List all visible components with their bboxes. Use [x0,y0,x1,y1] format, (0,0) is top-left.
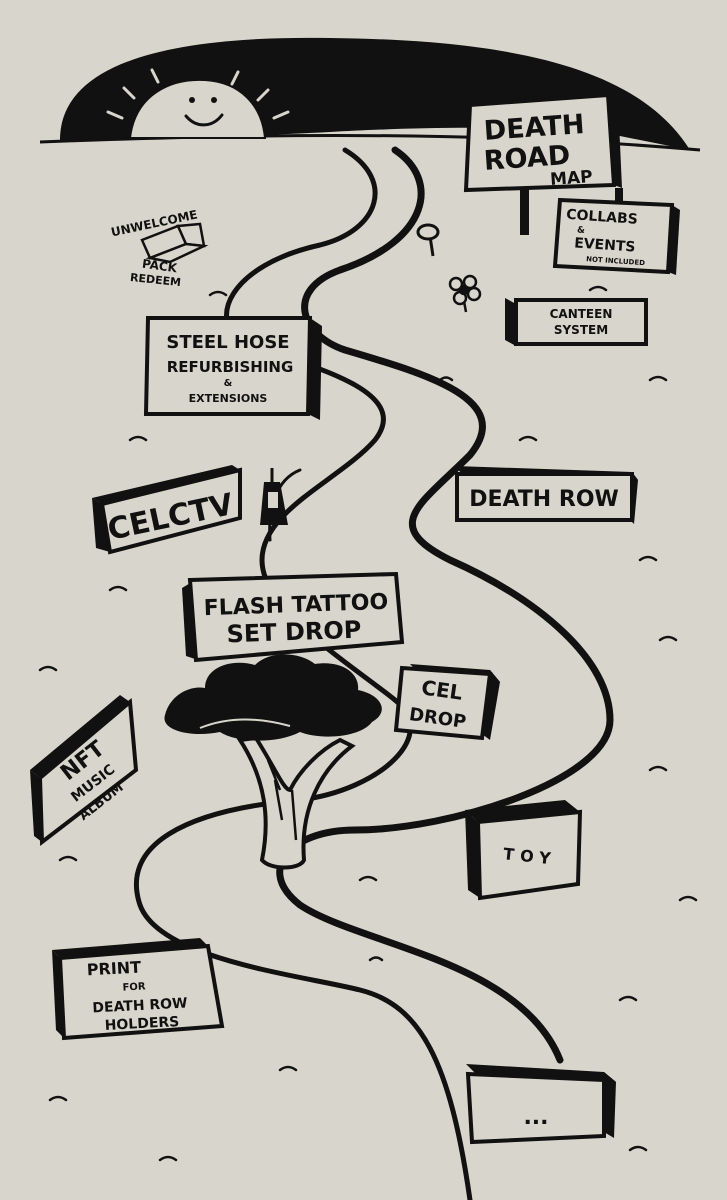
canteen-line2: SYSTEM [554,323,608,337]
collabs-events-sign: COLLABS & EVENTS NOT INCLUDED [552,188,680,275]
steelhose-line3: & [224,378,233,389]
death-row-label: DEATH ROW [469,487,619,512]
map-title-line3: MAP [549,167,593,190]
cel-drop-block: CEL DROP [393,664,500,741]
flash-line2: SET DROP [226,616,362,649]
steelhose-line1: STEEL HOSE [166,332,289,353]
grass-tufts [38,285,698,1162]
canteen-system-block: CANTEEN SYSTEM [505,298,648,346]
print-line2: FOR [122,981,146,993]
death-road-map-sign: DEATH ROAD MAP [463,92,622,235]
print-line4: HOLDERS [104,1014,179,1034]
smiling-sun-icon [106,68,290,139]
flower-icon [448,274,482,313]
map-title-line2: ROAD [483,140,571,177]
note-line1: COLLABS [566,207,639,228]
pack-redeem-line2: REDEEM [129,271,181,289]
celctv-block: CELCTV [92,465,242,555]
cel-drop-line1: CEL [420,675,464,705]
steelhose-line2: REFURBISHING [167,358,294,376]
flash-tattoo-block: FLASH TATTOO SET DROP [182,571,405,663]
unwelcome-pack: UNWELCOME PACK REDEEM [110,207,209,289]
road-sign-icon [416,223,440,257]
steel-hose-block: STEEL HOSE REFURBISHING & EXTENSIONS [143,316,322,420]
print-holders-block: PRINT FOR DEATH ROW HOLDERS [52,938,225,1041]
print-line1: PRINT [86,958,141,980]
print-line3: DEATH ROW [92,996,188,1017]
note-line2: & [577,226,586,237]
lantern-figure-icon [260,468,288,525]
ellipsis-block: ... [465,1064,616,1145]
tree-icon [164,654,382,870]
ellipsis-label: ... [523,1105,548,1130]
toy-block: TOY [465,800,583,901]
pack-icon [140,222,209,264]
death-row-block: DEATH ROW [455,466,638,524]
map-title-line1: DEATH [483,109,586,147]
nft-music-album-block: NFT MUSIC ALBUM [30,695,139,846]
canteen-line1: CANTEEN [550,307,613,321]
steelhose-line4: EXTENSIONS [189,392,268,405]
note-line3: EVENTS [574,235,636,255]
pack-redeem-line1: PACK [141,257,178,276]
